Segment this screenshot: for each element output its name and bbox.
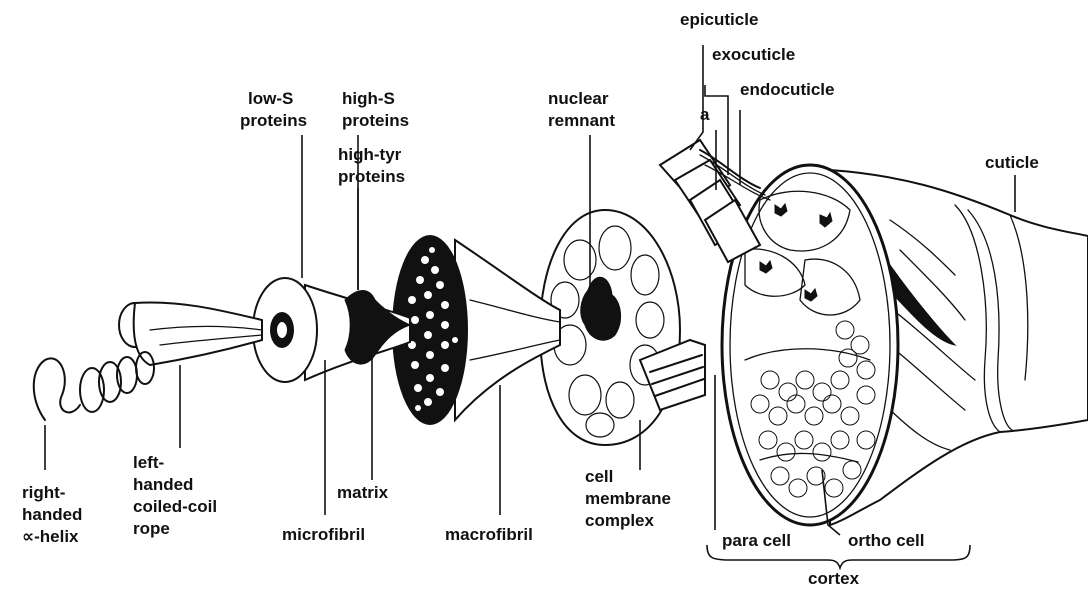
label-cmc-2: membrane — [585, 489, 671, 508]
label-left-2: handed — [133, 475, 193, 494]
label-right-2: handed — [22, 505, 82, 524]
label-ortho-cell: ortho cell — [848, 531, 925, 550]
label-microfibril: microfibril — [282, 525, 365, 544]
label-left-3: coiled-coil — [133, 497, 217, 516]
label-left-4: rope — [133, 519, 170, 538]
label-endocuticle: endocuticle — [740, 80, 834, 99]
cuticle-scales — [660, 140, 770, 262]
label-cmc-3: complex — [585, 511, 655, 530]
label-high-tyr-2: proteins — [338, 167, 405, 186]
label-a: a — [700, 105, 710, 124]
cortex-cross-section — [722, 165, 898, 525]
label-nuclear-1: nuclear — [548, 89, 609, 108]
label-low-s-2: proteins — [240, 111, 307, 130]
label-macrofibril: macrofibril — [445, 525, 533, 544]
label-right-1: right- — [22, 483, 65, 502]
label-left-1: left- — [133, 453, 164, 472]
label-matrix: matrix — [337, 483, 389, 502]
label-low-s-1: low-S — [248, 89, 293, 108]
label-high-tyr-1: high-tyr — [338, 145, 402, 164]
label-nuclear-2: remnant — [548, 111, 615, 130]
alpha-helix — [34, 352, 154, 420]
label-epicuticle: epicuticle — [680, 10, 758, 29]
cell-macrofibril — [455, 210, 705, 445]
label-cuticle: cuticle — [985, 153, 1039, 172]
label-cmc-1: cell — [585, 467, 613, 486]
microfibril-matrix — [253, 278, 410, 382]
label-cortex: cortex — [808, 569, 860, 588]
label-high-s-2: proteins — [342, 111, 409, 130]
label-exocuticle: exocuticle — [712, 45, 795, 64]
label-para-cell: para cell — [722, 531, 791, 550]
label-high-s-1: high-S — [342, 89, 395, 108]
label-right-3: ∝-helix — [22, 527, 79, 546]
